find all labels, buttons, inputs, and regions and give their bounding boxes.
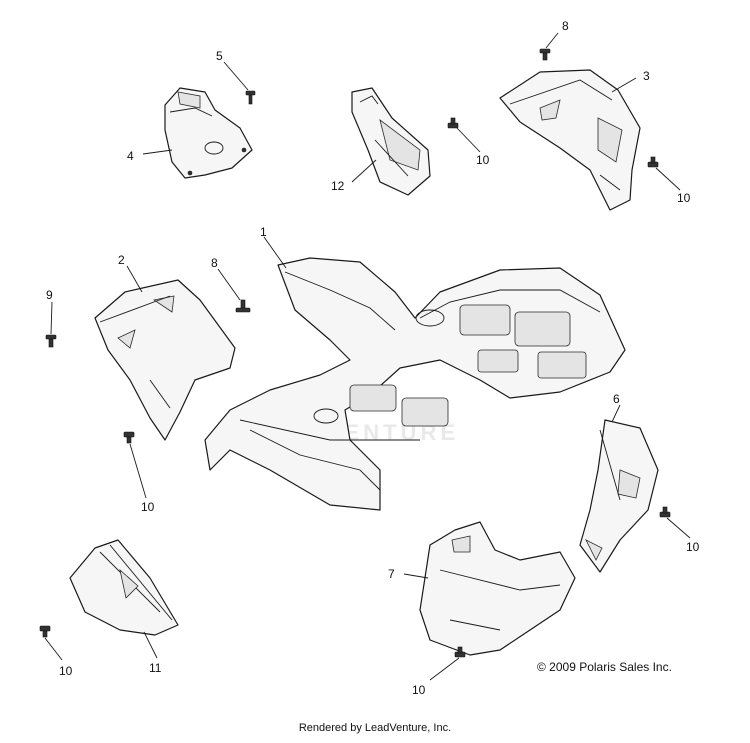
rendered-by-footer: Rendered by LeadVenture, Inc. [298,722,452,734]
fastener-10-e [39,625,51,638]
callout-10-a: 10 [476,153,490,167]
fasteners [39,48,671,658]
part-6-panel [579,419,659,573]
part-2-panel [94,279,236,441]
callout-6: 6 [613,392,620,406]
fastener-10-b [647,156,659,168]
callout-8-b: 8 [211,256,218,270]
part-5-screw [245,90,256,105]
part-7-panel [419,521,576,656]
fastener-9 [45,334,57,348]
fastener-8-b [235,299,251,313]
callout-10-d: 10 [686,540,700,554]
fastener-10-c [123,431,135,444]
fastener-10-d [659,506,671,518]
callout-4: 4 [127,149,134,163]
callout-12: 12 [331,179,345,193]
part-1-rear-fender [204,257,626,511]
callout-10-b: 10 [677,191,691,205]
callout-7: 7 [388,567,395,581]
callout-10-c: 10 [141,500,155,514]
callout-10-f: 10 [412,683,426,697]
fastener-10-a [447,117,459,129]
callout-9: 9 [46,288,53,302]
callout-5: 5 [216,49,223,63]
callouts: 1 2 3 4 5 6 7 8 8 9 10 10 10 10 10 10 11… [46,19,700,697]
callout-1: 1 [260,225,267,239]
callout-2: 2 [118,253,125,267]
part-12-panel [351,87,431,196]
part-4-cover [164,87,253,179]
fastener-8-a [539,48,551,61]
part-11-panel [69,539,179,636]
leader-lines [44,32,691,681]
copyright-notice: © 2009 Polaris Sales Inc. [537,660,672,674]
fastener-10-f [454,646,466,658]
callout-3: 3 [643,69,650,83]
callout-10-e: 10 [59,664,73,678]
callout-11: 11 [149,661,162,675]
part-3-panel [499,69,641,211]
callout-8-a: 8 [562,19,569,33]
